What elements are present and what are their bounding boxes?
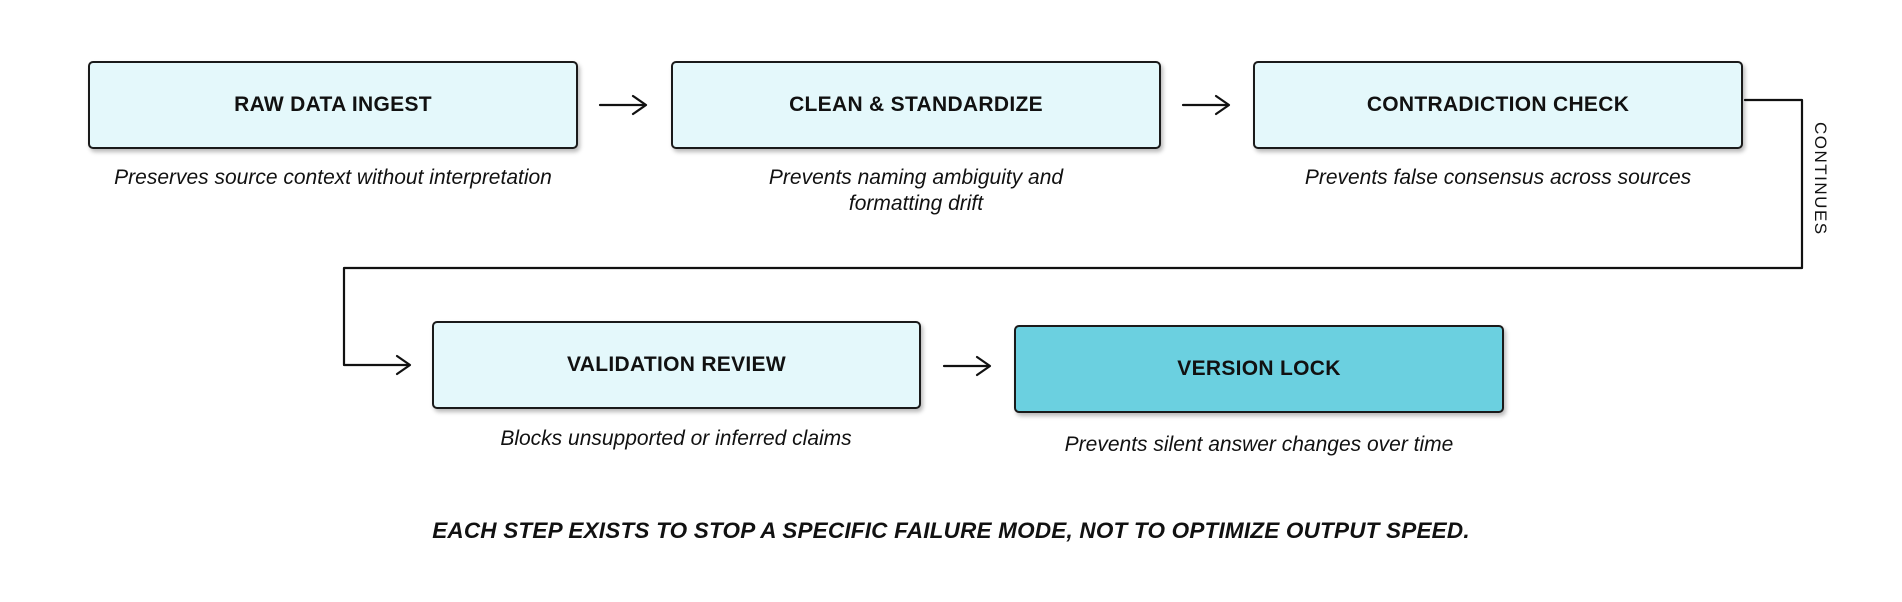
step-label: VALIDATION REVIEW [567, 353, 786, 376]
step-box-validation-review: VALIDATION REVIEW [432, 321, 921, 409]
arrow-right-icon [598, 94, 648, 116]
step-label: RAW DATA INGEST [234, 93, 432, 116]
step-box-version-lock: VERSION LOCK [1014, 325, 1504, 413]
footer-statement: EACH STEP EXISTS TO STOP A SPECIFIC FAIL… [432, 518, 1470, 543]
step-box-raw-data-ingest: RAW DATA INGEST [88, 61, 578, 149]
step-box-clean-standardize: CLEAN & STANDARDIZE [671, 61, 1161, 149]
step-caption-validation-review: Blocks unsupported or inferred claims [500, 427, 852, 450]
step-caption-clean-standardize: Prevents naming ambiguity and formatting… [768, 166, 1064, 216]
step-caption-raw-data-ingest: Preserves source context without interpr… [114, 166, 552, 189]
step-label: CLEAN & STANDARDIZE [789, 93, 1043, 116]
step-label: CONTRADICTION CHECK [1366, 93, 1630, 116]
step-box-contradiction-check: CONTRADICTION CHECK [1253, 61, 1743, 149]
continues-label: CONTINUES [1811, 122, 1830, 236]
arrow-right-icon [1181, 94, 1231, 116]
step-caption-version-lock: Prevents silent answer changes over time [1064, 433, 1454, 456]
step-label: VERSION LOCK [1177, 357, 1341, 380]
arrow-right-icon [942, 355, 992, 377]
step-caption-contradiction-check: Prevents false consensus across sources [1304, 166, 1692, 189]
